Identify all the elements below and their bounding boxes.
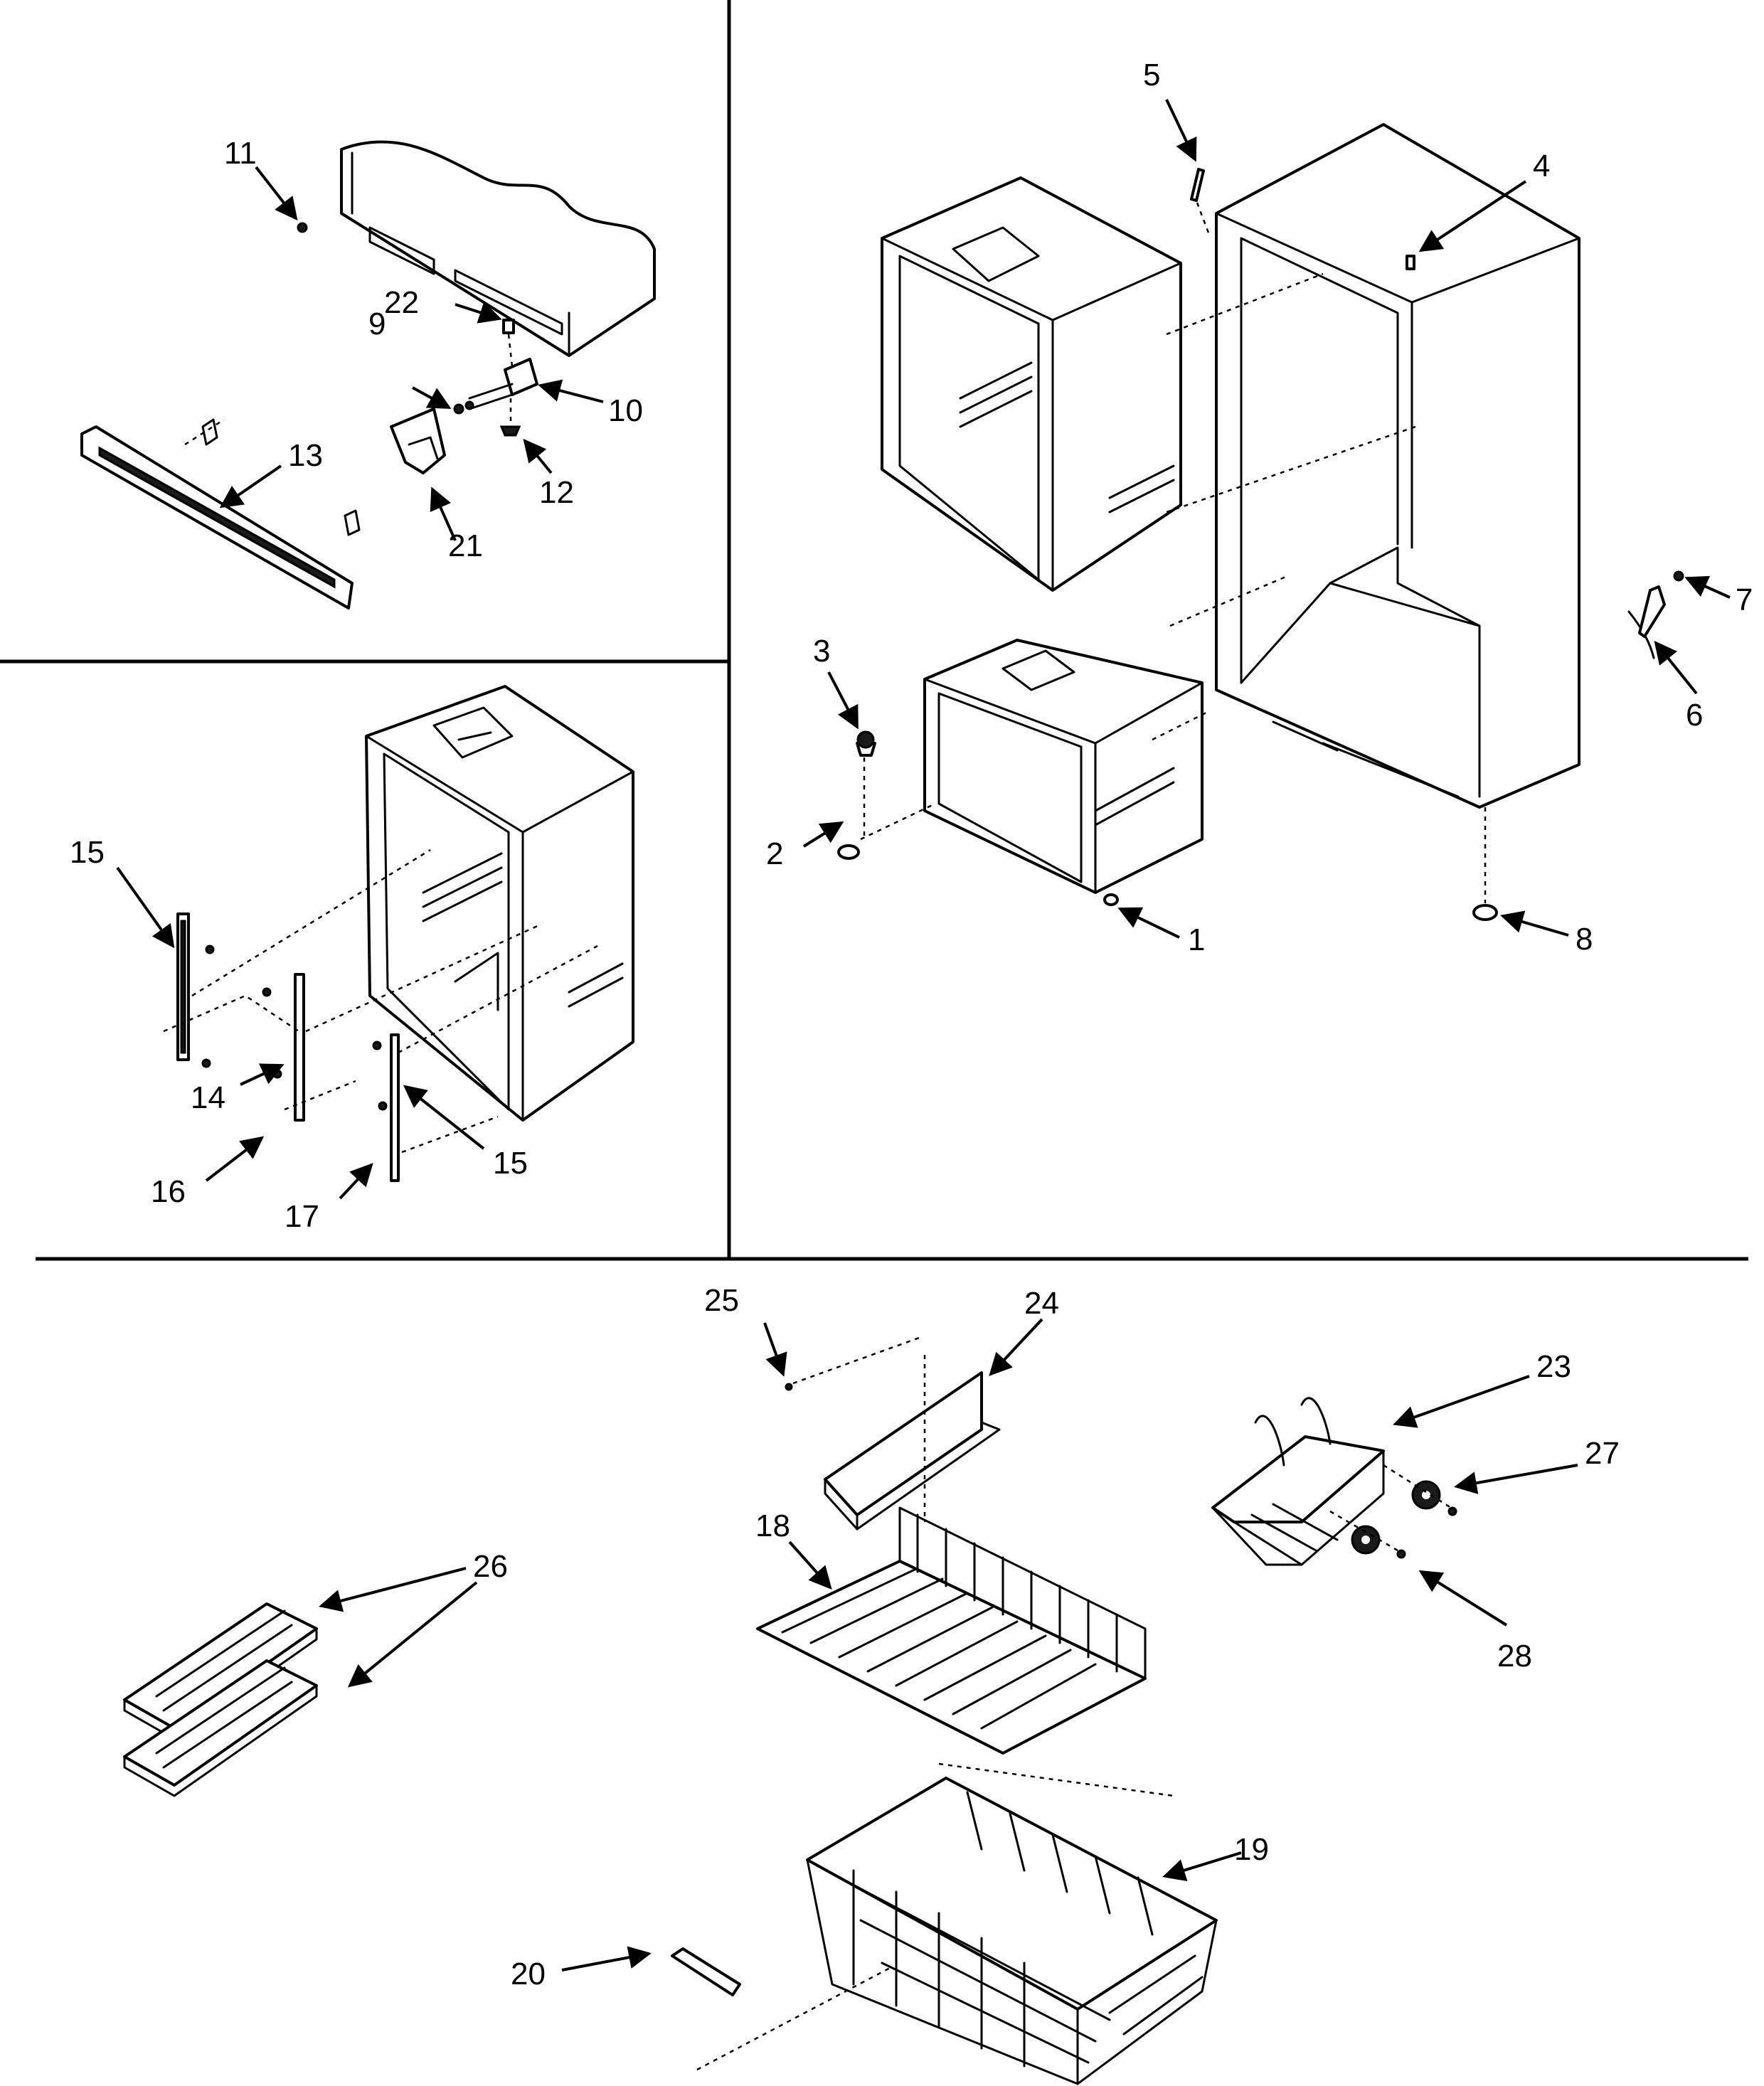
callout-28: 28 bbox=[1497, 1639, 1532, 1673]
callout-20: 20 bbox=[511, 1957, 546, 1991]
accessories bbox=[123, 1336, 1457, 2085]
callout-labels: 1 2 3 4 5 6 7 8 9 10 11 12 13 14 15 15 1… bbox=[70, 58, 1753, 1991]
callout-2: 2 bbox=[766, 836, 783, 871]
callout-3: 3 bbox=[813, 634, 830, 669]
cabinet-assembly bbox=[837, 123, 1684, 921]
callout-23: 23 bbox=[1536, 1349, 1571, 1384]
callout-15a: 15 bbox=[70, 835, 105, 870]
callout-15b: 15 bbox=[493, 1146, 528, 1181]
leader-arrows bbox=[116, 99, 1731, 1971]
callout-5: 5 bbox=[1143, 58, 1160, 92]
callout-27: 27 bbox=[1585, 1436, 1620, 1471]
callout-9: 9 bbox=[368, 307, 386, 341]
panel-dividers bbox=[0, 0, 1748, 1261]
callout-6: 6 bbox=[1686, 698, 1703, 733]
callout-7: 7 bbox=[1736, 582, 1753, 617]
callout-19: 19 bbox=[1234, 1832, 1269, 1867]
callout-11: 11 bbox=[224, 136, 257, 171]
callout-25: 25 bbox=[704, 1283, 739, 1318]
callout-17: 17 bbox=[285, 1199, 319, 1234]
callout-24: 24 bbox=[1024, 1286, 1059, 1321]
callout-13: 13 bbox=[288, 438, 323, 473]
callout-10: 10 bbox=[608, 393, 643, 428]
callout-26: 26 bbox=[473, 1549, 508, 1584]
callout-12: 12 bbox=[539, 475, 574, 510]
callout-21: 21 bbox=[448, 528, 483, 563]
callout-14: 14 bbox=[191, 1080, 225, 1115]
callout-1: 1 bbox=[1188, 922, 1205, 957]
callout-22: 22 bbox=[384, 285, 419, 320]
callout-8: 8 bbox=[1576, 922, 1593, 957]
callout-16: 16 bbox=[151, 1174, 186, 1209]
cover-assembly bbox=[80, 140, 656, 610]
callout-18: 18 bbox=[755, 1508, 790, 1543]
liner-rail-assembly bbox=[163, 685, 634, 1182]
callout-4: 4 bbox=[1533, 149, 1550, 183]
